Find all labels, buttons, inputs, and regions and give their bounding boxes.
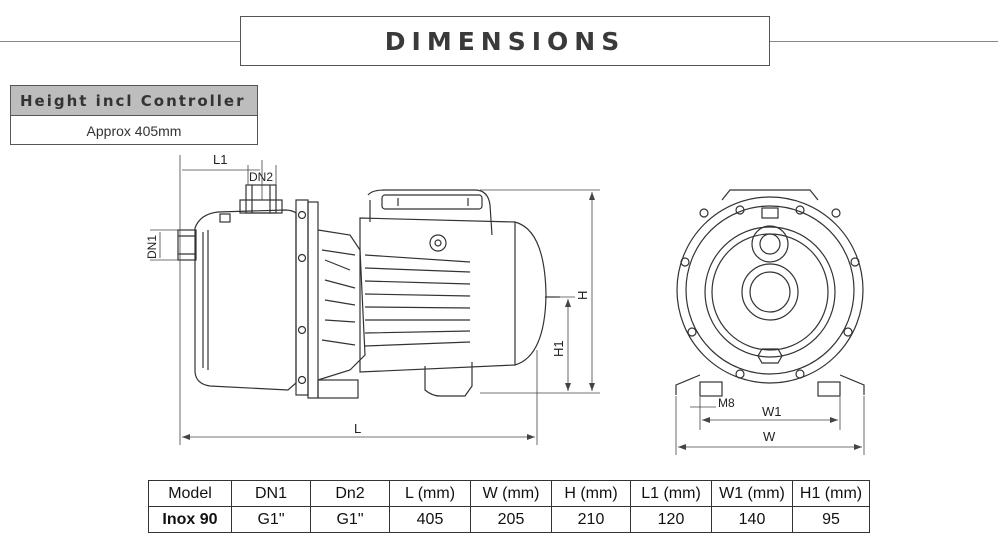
pump-front-view [675,189,865,397]
model-cell: Inox 90 [148,506,232,533]
value-cell: G1" [310,506,390,533]
label-w: W [763,429,776,444]
height-info-value: Approx 405mm [86,123,182,139]
value-cell: 140 [711,506,793,533]
label-l: L [354,421,361,436]
label-m8: M8 [718,396,735,410]
label-l1: L1 [213,152,227,167]
page-title: DIMENSIONS [384,26,626,56]
value-cell: 210 [551,506,631,533]
value-cell: 95 [792,506,870,533]
label-w1: W1 [762,404,782,419]
value-cell: 205 [470,506,552,533]
dimension-lines [150,155,865,455]
value-cell: 120 [630,506,712,533]
header-cell: Model [148,480,232,507]
value-cell: 405 [389,506,471,533]
label-dn1: DN1 [145,235,159,259]
table-row: Inox 90 G1" G1" 405 205 210 120 140 95 [148,506,870,533]
title-box: DIMENSIONS [240,16,770,66]
label-h1: H1 [551,340,566,357]
header-cell: L1 (mm) [630,480,712,507]
header-cell: W1 (mm) [711,480,793,507]
label-dn2: DN2 [249,170,273,184]
header-cell: Dn2 [310,480,390,507]
height-info-heading: Height incl Controller [11,86,257,116]
header-cell: H1 (mm) [792,480,870,507]
value-cell: G1" [231,506,311,533]
dimension-labels: L1 DN2 DN1 L H H1 M8 W1 W [145,152,782,444]
pump-side-view [177,184,560,399]
header-cell: L (mm) [389,480,471,507]
title-rule-left [0,41,240,42]
spec-table-header-row: Model DN1 Dn2 L (mm) W (mm) H (mm) L1 (m… [148,480,870,507]
header-cell: DN1 [231,480,311,507]
header-cell: W (mm) [470,480,552,507]
spec-table: Model DN1 Dn2 L (mm) W (mm) H (mm) L1 (m… [148,480,870,533]
label-h: H [575,291,590,300]
dimension-arrows [182,192,862,450]
title-rule-right [770,41,998,42]
header-cell: H (mm) [551,480,631,507]
height-info-box: Height incl Controller Approx 405mm [10,85,258,145]
